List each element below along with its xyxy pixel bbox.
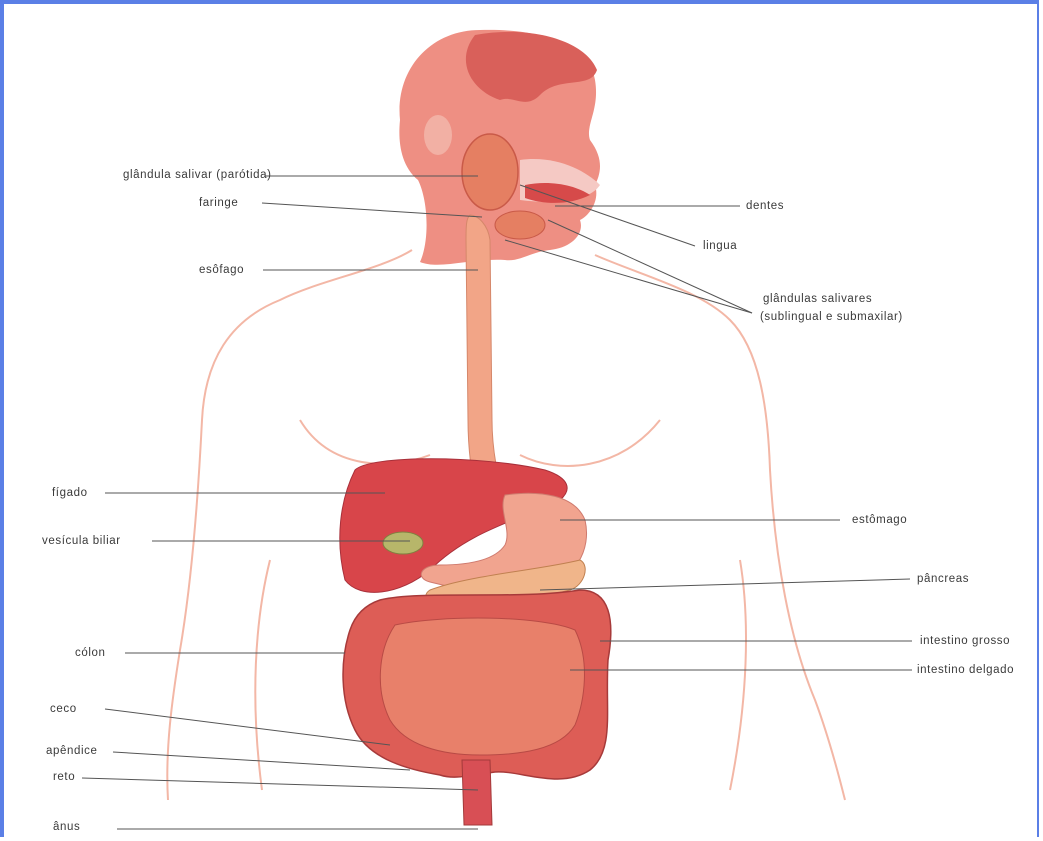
label-ceco: ceco [50,702,77,716]
label-dentes: dentes [746,199,784,213]
label-reto: reto [53,770,75,784]
label-vesicula: vesícula biliar [42,534,121,548]
label-faringe: faringe [199,196,238,210]
label-intestino-delgado: intestino delgado [917,663,1014,677]
label-glandulas-salivares: glândulas salivares [763,292,872,306]
label-estomago: estômago [852,513,907,527]
label-esofago: esôfago [199,263,244,277]
label-glandula-salivar: glândula salivar (parótida) [123,168,272,182]
label-lingua: lingua [703,239,737,253]
label-colon: cólon [75,646,106,660]
label-intestino-grosso: intestino grosso [920,634,1010,648]
label-apendice: apêndice [46,744,97,758]
label-figado: fígado [52,486,88,500]
label-pancreas: pâncreas [917,572,969,586]
label-anus: ânus [53,820,80,834]
label-glandulas-salivares-detail: (sublingual e submaxilar) [760,310,903,324]
